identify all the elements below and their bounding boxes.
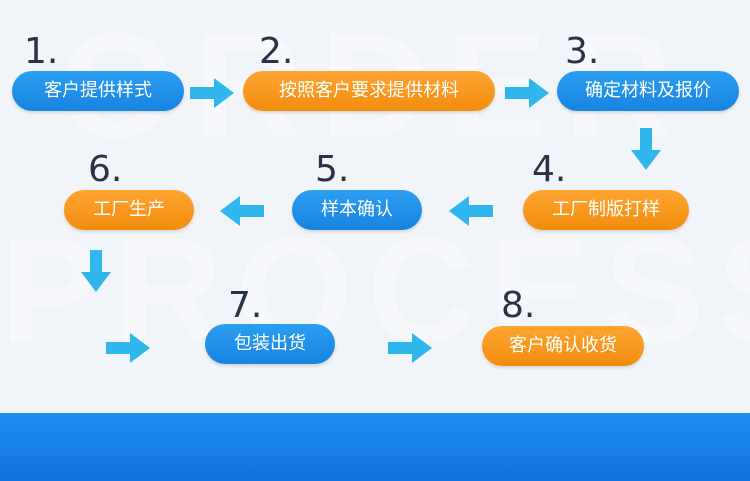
bottom-band — [0, 413, 750, 481]
step-5-pill: 样本确认 — [292, 190, 422, 230]
arrow-right-icon — [505, 78, 549, 108]
step-5-number: 5. — [315, 149, 350, 190]
arrow-right-icon — [388, 333, 432, 363]
step-3-number: 3. — [565, 31, 600, 72]
step-7-pill: 包装出货 — [205, 324, 335, 364]
step-1-number: 1. — [24, 31, 59, 72]
arrow-left-icon — [449, 196, 493, 226]
arrow-left-icon — [220, 196, 264, 226]
step-4-number: 4. — [532, 149, 567, 190]
arrow-down-icon — [81, 250, 111, 292]
step-8-pill: 客户确认收货 — [482, 326, 644, 366]
step-1-pill: 客户提供样式 — [12, 71, 184, 111]
step-6-pill: 工厂生产 — [64, 190, 194, 230]
arrow-down-icon — [631, 128, 661, 170]
step-2-number: 2. — [259, 31, 294, 72]
arrow-right-icon — [106, 333, 150, 363]
step-2-pill: 按照客户要求提供材料 — [243, 71, 495, 111]
step-4-pill: 工厂制版打样 — [523, 190, 689, 230]
step-3-pill: 确定材料及报价 — [557, 71, 739, 111]
step-8-number: 8. — [501, 285, 536, 326]
step-7-number: 7. — [228, 285, 263, 326]
step-6-number: 6. — [88, 149, 123, 190]
arrow-right-icon — [190, 78, 234, 108]
